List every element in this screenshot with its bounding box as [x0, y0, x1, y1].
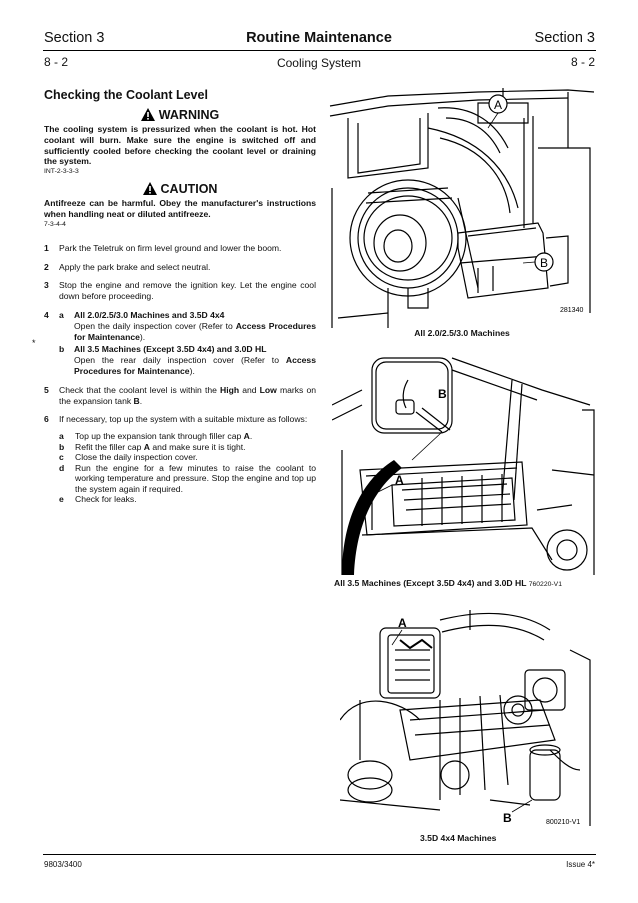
- text-column: Checking the Coolant Level WARNING The c…: [44, 88, 316, 513]
- figure-3-caption: 3.5D 4x4 Machines: [420, 833, 497, 843]
- figure-1-ref: 281340: [560, 307, 583, 314]
- figure-2-label-b: B: [438, 387, 447, 401]
- figure-2-ref: 760220-V1: [528, 581, 562, 588]
- figure-2-label-a: A: [395, 473, 404, 487]
- caution-text: Antifreeze can be harmful. Obey the manu…: [44, 198, 316, 219]
- header-title: Routine Maintenance: [246, 30, 392, 46]
- margin-change-mark: *: [32, 338, 36, 348]
- figure-3-label-a: A: [398, 616, 407, 630]
- figure-2-illustration: B A: [332, 357, 595, 575]
- step-text: Park the Teletruk on firm level ground a…: [59, 242, 282, 253]
- step-4b: b All 3.5 Machines (Except 3.5D 4x4) and…: [59, 344, 316, 376]
- sub-desc: Open the daily inspection cover (Refer t…: [74, 320, 316, 342]
- step-number: 5: [44, 384, 49, 395]
- caution-code: 7-3-4-4: [44, 220, 66, 228]
- warning-text: The cooling system is pressurized when t…: [44, 124, 316, 167]
- sub-title: All 2.0/2.5/3.0 Machines and 3.5D 4x4: [74, 309, 225, 320]
- step-text: Stop the engine and remove the ignition …: [59, 280, 316, 302]
- step-number: 4: [44, 309, 49, 320]
- footer-rule: [43, 854, 596, 855]
- warning-label: WARNING: [158, 108, 220, 122]
- warning-triangle-icon: [140, 108, 155, 121]
- header-section-left: Section 3: [44, 30, 105, 46]
- sub-letter: a: [59, 309, 64, 320]
- header-page-left: 8 - 2: [44, 55, 69, 69]
- section-heading: Checking the Coolant Level: [44, 88, 208, 102]
- step-4a: a All 2.0/2.5/3.0 Machines and 3.5D 4x4 …: [59, 310, 316, 342]
- sub-desc: Open the rear daily inspection cover (Re…: [74, 355, 316, 376]
- header-section-right: Section 3: [534, 30, 595, 46]
- step-6: 6 If necessary, top up the system with a…: [44, 414, 316, 504]
- step-5: 5 Check that the coolant level is within…: [44, 384, 317, 406]
- sub-title: All 3.5 Machines (Except 3.5D 4x4) and 3…: [74, 344, 267, 355]
- figure-1-label-a: A: [494, 98, 502, 112]
- step-4: 4 a All 2.0/2.5/3.0 Machines and 3.5D 4x…: [44, 310, 316, 377]
- header-page-right: 8 - 2: [570, 55, 595, 69]
- access-ref-link: Access Procedures for Maintenance: [74, 320, 316, 342]
- step-number: 3: [44, 280, 49, 291]
- step-number: 6: [44, 414, 49, 425]
- step-1: 1 Park the Teletruk on firm level ground…: [44, 243, 316, 254]
- footer-doc-number: 9803/3400: [44, 860, 82, 869]
- warning-code: INT-2-3-3-3: [44, 168, 79, 176]
- figure-3-ref: 800210-V1: [546, 819, 580, 826]
- caution-triangle-icon: [142, 182, 157, 196]
- caution-heading: CAUTION: [44, 182, 316, 196]
- caution-label: CAUTION: [160, 182, 218, 197]
- header-rule: [43, 50, 596, 51]
- warning-heading: WARNING: [44, 108, 316, 122]
- figure-2-caption: All 3.5 Machines (Except 3.5D 4x4) and 3…: [334, 578, 562, 588]
- step-text: If necessary, top up the system with a s…: [59, 414, 308, 425]
- step-3: 3 Stop the engine and remove the ignitio…: [44, 280, 316, 302]
- step-2: 2 Apply the park brake and select neutra…: [44, 262, 316, 273]
- figure-1-illustration: A B 281340: [329, 88, 595, 328]
- step-text: Apply the park brake and select neutral.: [59, 261, 211, 272]
- sub-letter: b: [59, 344, 65, 355]
- figure-1-label-b: B: [540, 256, 548, 270]
- header-subtitle: Cooling System: [276, 56, 362, 70]
- footer-issue: Issue 4*: [566, 860, 595, 869]
- step-number: 2: [44, 261, 49, 272]
- figure-3-illustration: A B 800210-V1: [340, 610, 591, 826]
- access-ref-link: Access Procedures for Maintenance: [74, 355, 316, 376]
- figure-3-label-b: B: [503, 811, 512, 825]
- figure-1-caption: All 2.0/2.5/3.0 Machines: [414, 328, 510, 338]
- step-number: 1: [44, 242, 49, 253]
